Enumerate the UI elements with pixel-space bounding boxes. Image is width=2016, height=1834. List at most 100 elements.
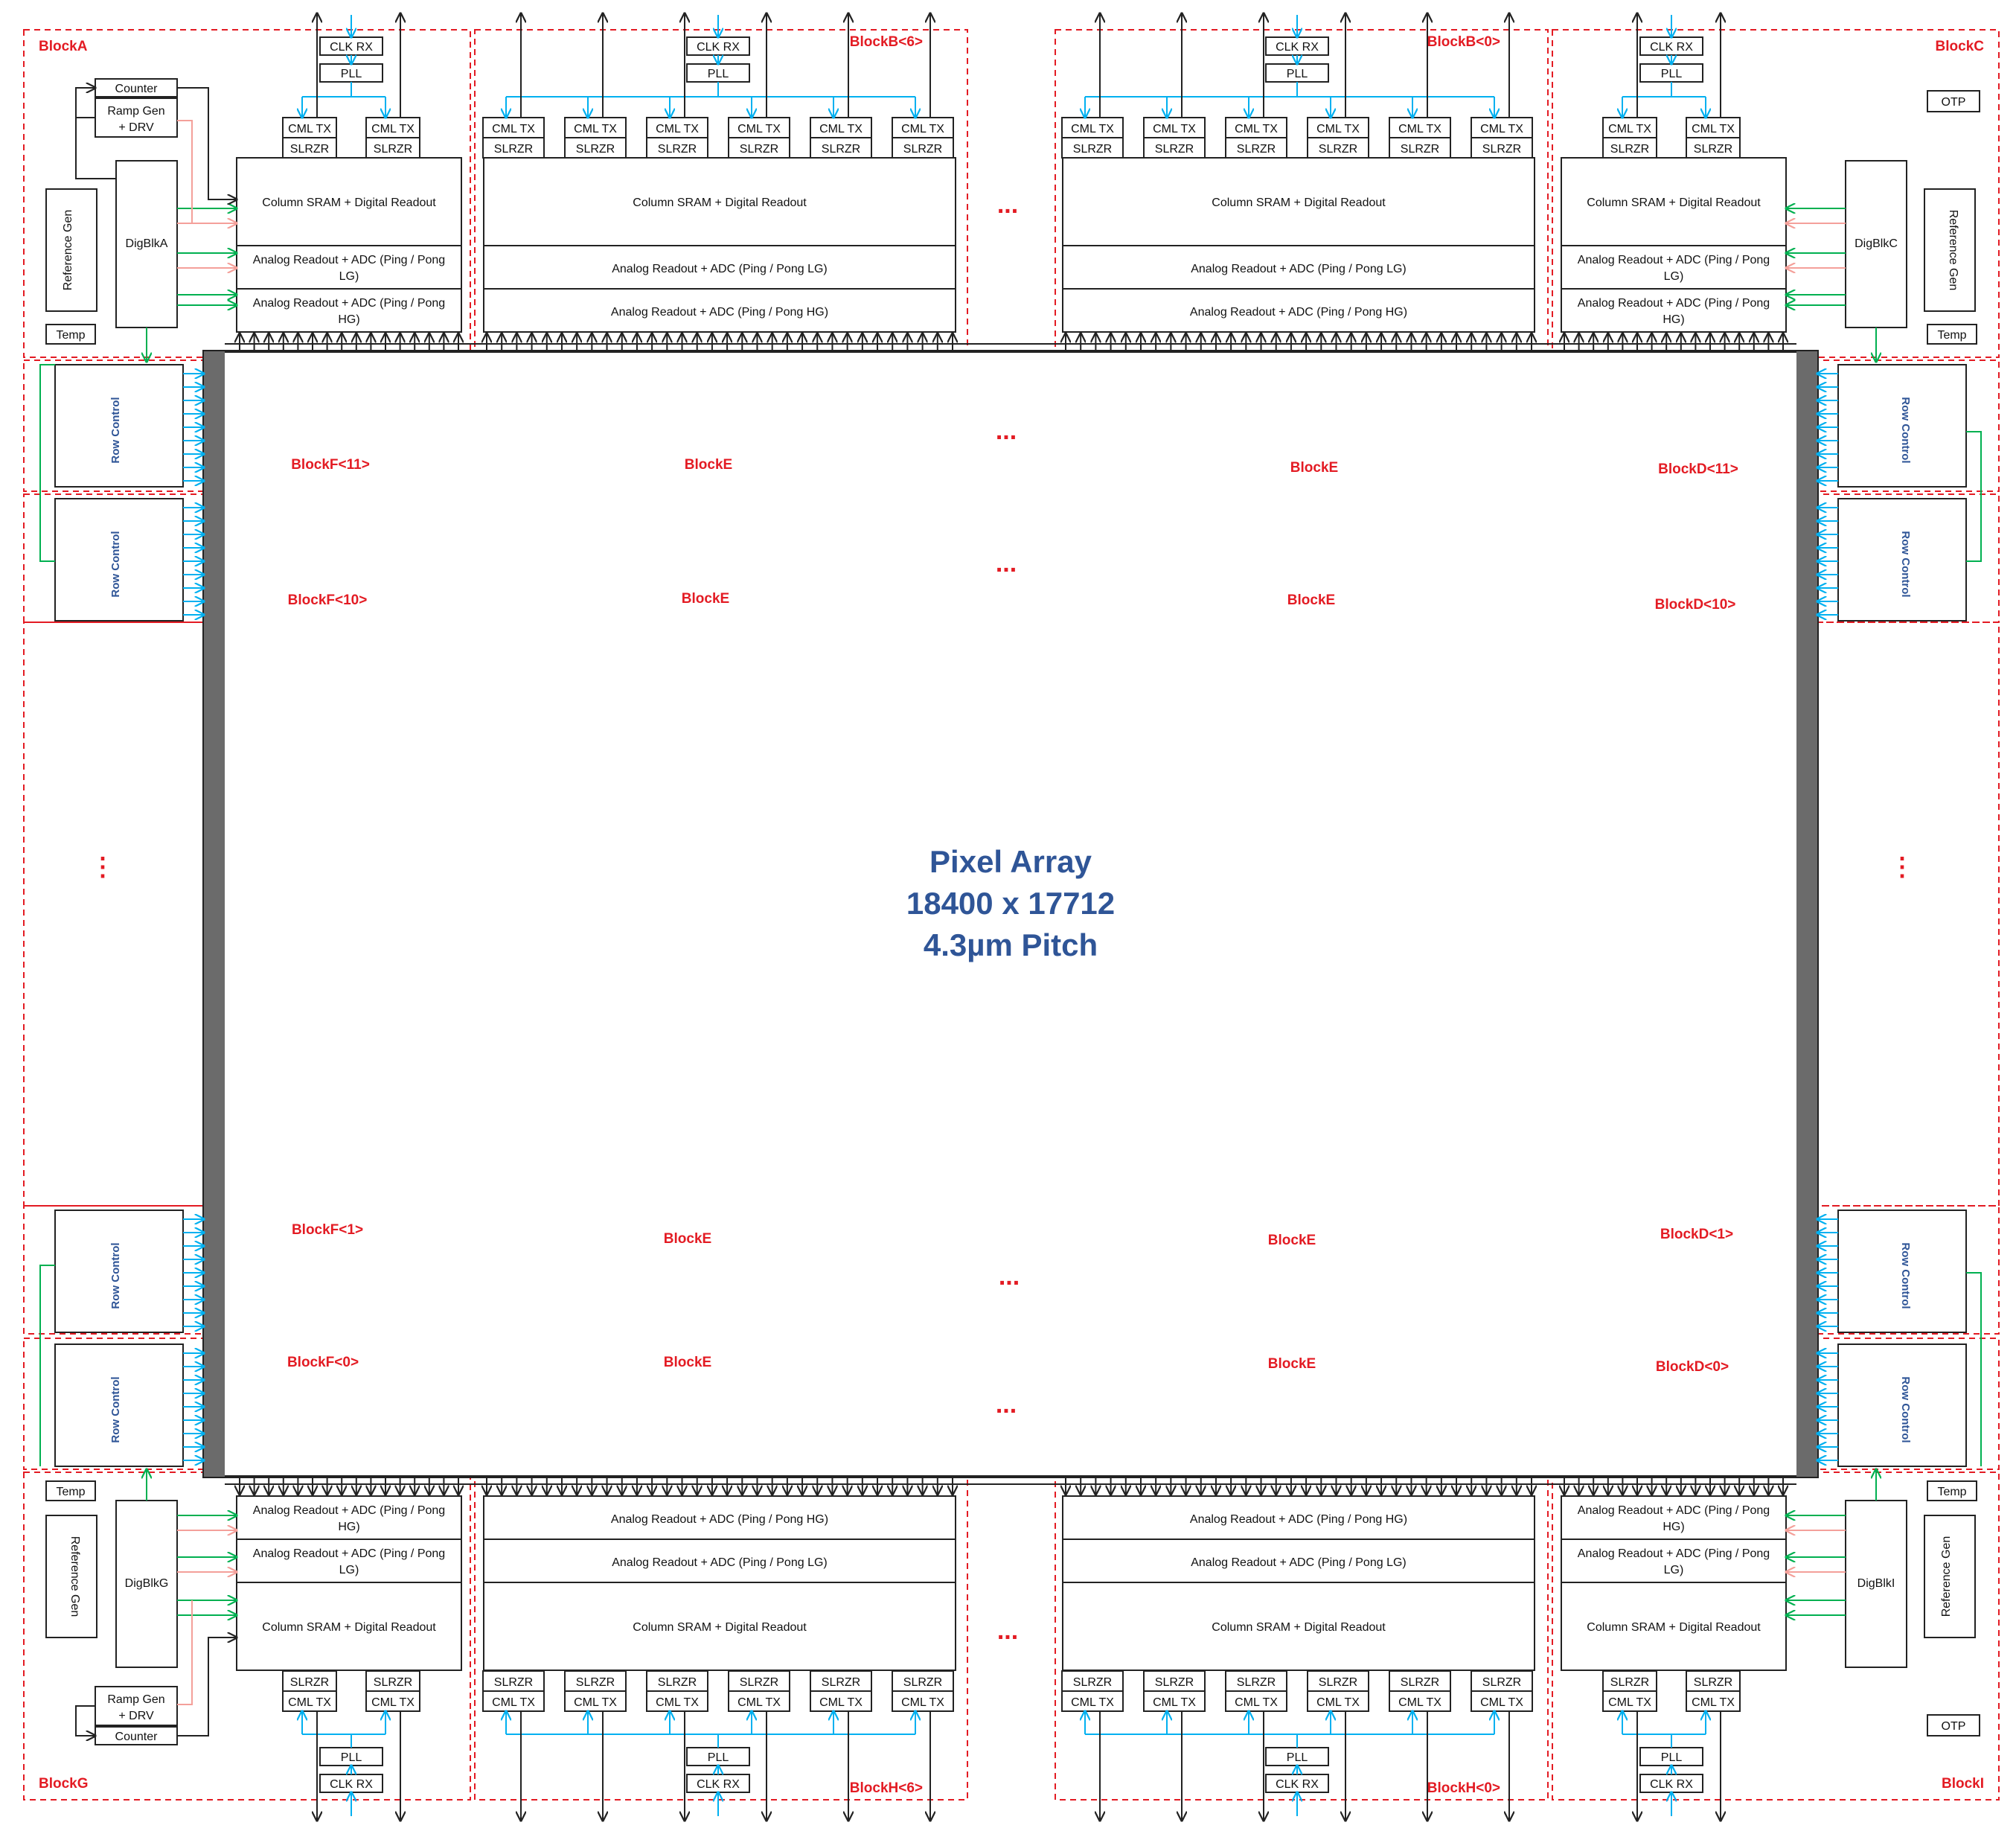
bot-left-reference-gen-label: Reference Gen: [68, 1536, 81, 1617]
bot-right-reference-gen-label: Reference Gen: [1940, 1536, 1953, 1617]
top-b0-cml-tx-label-2: CML TX: [1235, 123, 1278, 135]
label-block-d11: BlockD<11>: [1658, 461, 1738, 477]
top-a-cml-tx-box-1: [365, 117, 420, 138]
top-b0-cml-tx-label-1: CML TX: [1153, 123, 1196, 135]
top-a-slrzr-label-0: SLRZR: [290, 143, 329, 156]
row-right-2-label: Row Control: [1899, 1242, 1912, 1309]
top-a-column-sram-box: [236, 157, 462, 246]
bot-i-slrzr-label-1: SLRZR: [1694, 1676, 1732, 1689]
top-c-cml-tx-label-0: CML TX: [1608, 123, 1651, 135]
top-b0-slrzr-label-1: SLRZR: [1155, 143, 1194, 156]
bot-h0-adc-hg-box: [1062, 1495, 1535, 1540]
row-right-0-label: Row Control: [1899, 397, 1912, 463]
bot-right-otp-box: [1927, 1714, 1980, 1736]
top-c-slrzr-label-1: SLRZR: [1694, 143, 1732, 156]
top-b0-adc-lg-label: Analog Readout + ADC (Ping / Pong LG): [1191, 263, 1407, 275]
bot-i-cml-tx-label-1: CML TX: [1692, 1696, 1735, 1709]
label-block-e-3: BlockE: [682, 591, 729, 607]
top-b0-pll-label: PLL: [1287, 68, 1308, 80]
top-b0-column-sram-label: Column SRAM + Digital Readout: [1212, 196, 1386, 209]
ellipsis-row-f10: ...: [996, 549, 1017, 578]
bot-h0-cml-tx-box-2: [1225, 1690, 1287, 1712]
top-a-clk-rx-label: CLK RX: [330, 41, 373, 54]
bot-h0-slrzr-box-5: [1471, 1670, 1533, 1692]
bot-h6-adc-hg-label: Analog Readout + ADC (Ping / Pong HG): [611, 1513, 828, 1526]
bot-h6-adc-hg-box: [483, 1495, 956, 1540]
region-block-a: [23, 29, 471, 358]
top-b0-slrzr-box-0: [1061, 137, 1124, 159]
bot-h0-cml-tx-label-5: CML TX: [1480, 1696, 1523, 1709]
bot-h6-slrzr-label-2: SLRZR: [658, 1676, 697, 1689]
top-left-ramp-label-a: Ramp Gen: [107, 105, 164, 118]
label-block-e-8: BlockE: [1268, 1356, 1316, 1372]
top-left-ramp-label-b: + DRV: [118, 121, 154, 134]
top-b0-slrzr-box-2: [1225, 137, 1287, 159]
top-b0-slrzr-label-3: SLRZR: [1319, 143, 1357, 156]
top-b6-column-sram-label: Column SRAM + Digital Readout: [633, 196, 807, 209]
top-b6-cml-tx-box-5: [892, 117, 954, 138]
ellipsis-row-f11: ...: [996, 417, 1017, 445]
bot-g-cml-tx-label-0: CML TX: [288, 1696, 331, 1709]
bot-left-ramp-bias: [177, 1600, 193, 1705]
top-a-slrzr-box-0: [282, 137, 337, 159]
top-b6-adc-lg-label: Analog Readout + ADC (Ping / Pong LG): [612, 263, 828, 275]
top-c-adc-hg-label-b: HG): [1663, 313, 1684, 326]
top-right-reference-gen-label: Reference Gen: [1947, 210, 1959, 291]
top-right-reference-gen-box: [1924, 188, 1976, 312]
row-right-3-box: [1837, 1343, 1967, 1467]
bot-h6-adc-lg-label: Analog Readout + ADC (Ping / Pong LG): [612, 1556, 828, 1569]
top-c-adc-hg-box: [1561, 288, 1787, 333]
bot-i-adc-hg-label-b: HG): [1663, 1521, 1684, 1533]
label-block-b6: BlockB<6>: [850, 34, 923, 50]
label-block-f0: BlockF<0>: [287, 1355, 359, 1370]
bot-g-column-sram-label: Column SRAM + Digital Readout: [262, 1621, 436, 1634]
top-left-digblk-label: DigBlkA: [126, 237, 168, 250]
top-b0-slrzr-label-0: SLRZR: [1073, 143, 1112, 156]
top-b0-slrzr-label-2: SLRZR: [1237, 143, 1276, 156]
top-b0-slrzr-box-4: [1389, 137, 1451, 159]
label-block-h6: BlockH<6>: [850, 1780, 923, 1796]
bot-h6-slrzr-label-4: SLRZR: [822, 1676, 860, 1689]
row-right-0-box: [1837, 364, 1967, 488]
bot-left-ramp-gen-box: [95, 1686, 178, 1726]
vertical-ellipsis-left: ⋮: [90, 853, 115, 881]
top-c-adc-lg-label-a: Analog Readout + ADC (Ping / Pong: [1578, 254, 1770, 266]
bot-h0-cml-tx-label-1: CML TX: [1153, 1696, 1196, 1709]
top-left-temp-box: [45, 324, 96, 345]
bot-g-adc-hg-label-b: HG): [338, 1521, 359, 1533]
top-a-adc-lg-box: [236, 245, 462, 290]
top-b6-adc-lg-box: [483, 245, 956, 290]
bot-h0-slrzr-label-0: SLRZR: [1073, 1676, 1112, 1689]
top-c-slrzr-label-0: SLRZR: [1610, 143, 1649, 156]
bot-h6-cml-tx-label-5: CML TX: [901, 1696, 944, 1709]
bot-left-counter-to-readout: [177, 1638, 237, 1736]
bot-g-adc-hg-label-a: Analog Readout + ADC (Ping / Pong: [253, 1504, 445, 1517]
row-left-3-box: [54, 1343, 184, 1467]
row-right-3-label: Row Control: [1899, 1376, 1912, 1442]
top-b0-adc-hg-box: [1062, 288, 1535, 333]
bot-i-column-sram-label: Column SRAM + Digital Readout: [1587, 1621, 1761, 1634]
top-a-pll-label: PLL: [341, 68, 362, 80]
top-b0-cml-tx-label-0: CML TX: [1071, 123, 1114, 135]
top-right-otp-label: OTP: [1942, 96, 1966, 109]
top-b0-cml-tx-label-3: CML TX: [1316, 123, 1360, 135]
label-block-h0: BlockH<0>: [1427, 1780, 1500, 1796]
bot-h0-adc-lg-label: Analog Readout + ADC (Ping / Pong LG): [1191, 1556, 1407, 1569]
top-a-adc-lg-label-b: LG): [339, 270, 359, 283]
top-b6-cml-tx-label-3: CML TX: [737, 123, 781, 135]
top-a-adc-lg-label-a: Analog Readout + ADC (Ping / Pong: [253, 254, 445, 266]
row-left-lower-feed: [39, 1265, 55, 1466]
bot-g-adc-lg-box: [236, 1539, 462, 1583]
bot-g-adc-lg-label-a: Analog Readout + ADC (Ping / Pong: [253, 1547, 445, 1560]
top-c-slrzr-box-0: [1602, 137, 1657, 159]
row-left-0-box: [54, 364, 184, 488]
bot-i-pll-label: PLL: [1661, 1751, 1683, 1764]
top-c-cml-tx-label-1: CML TX: [1692, 123, 1735, 135]
bot-g-column-sram-box: [236, 1582, 462, 1671]
bot-h6-cml-tx-label-4: CML TX: [819, 1696, 863, 1709]
pixel-array-left-edge: [204, 351, 225, 1477]
pixel-array-title: Pixel Array: [929, 844, 1092, 879]
bot-i-cml-tx-box-1: [1686, 1690, 1741, 1712]
